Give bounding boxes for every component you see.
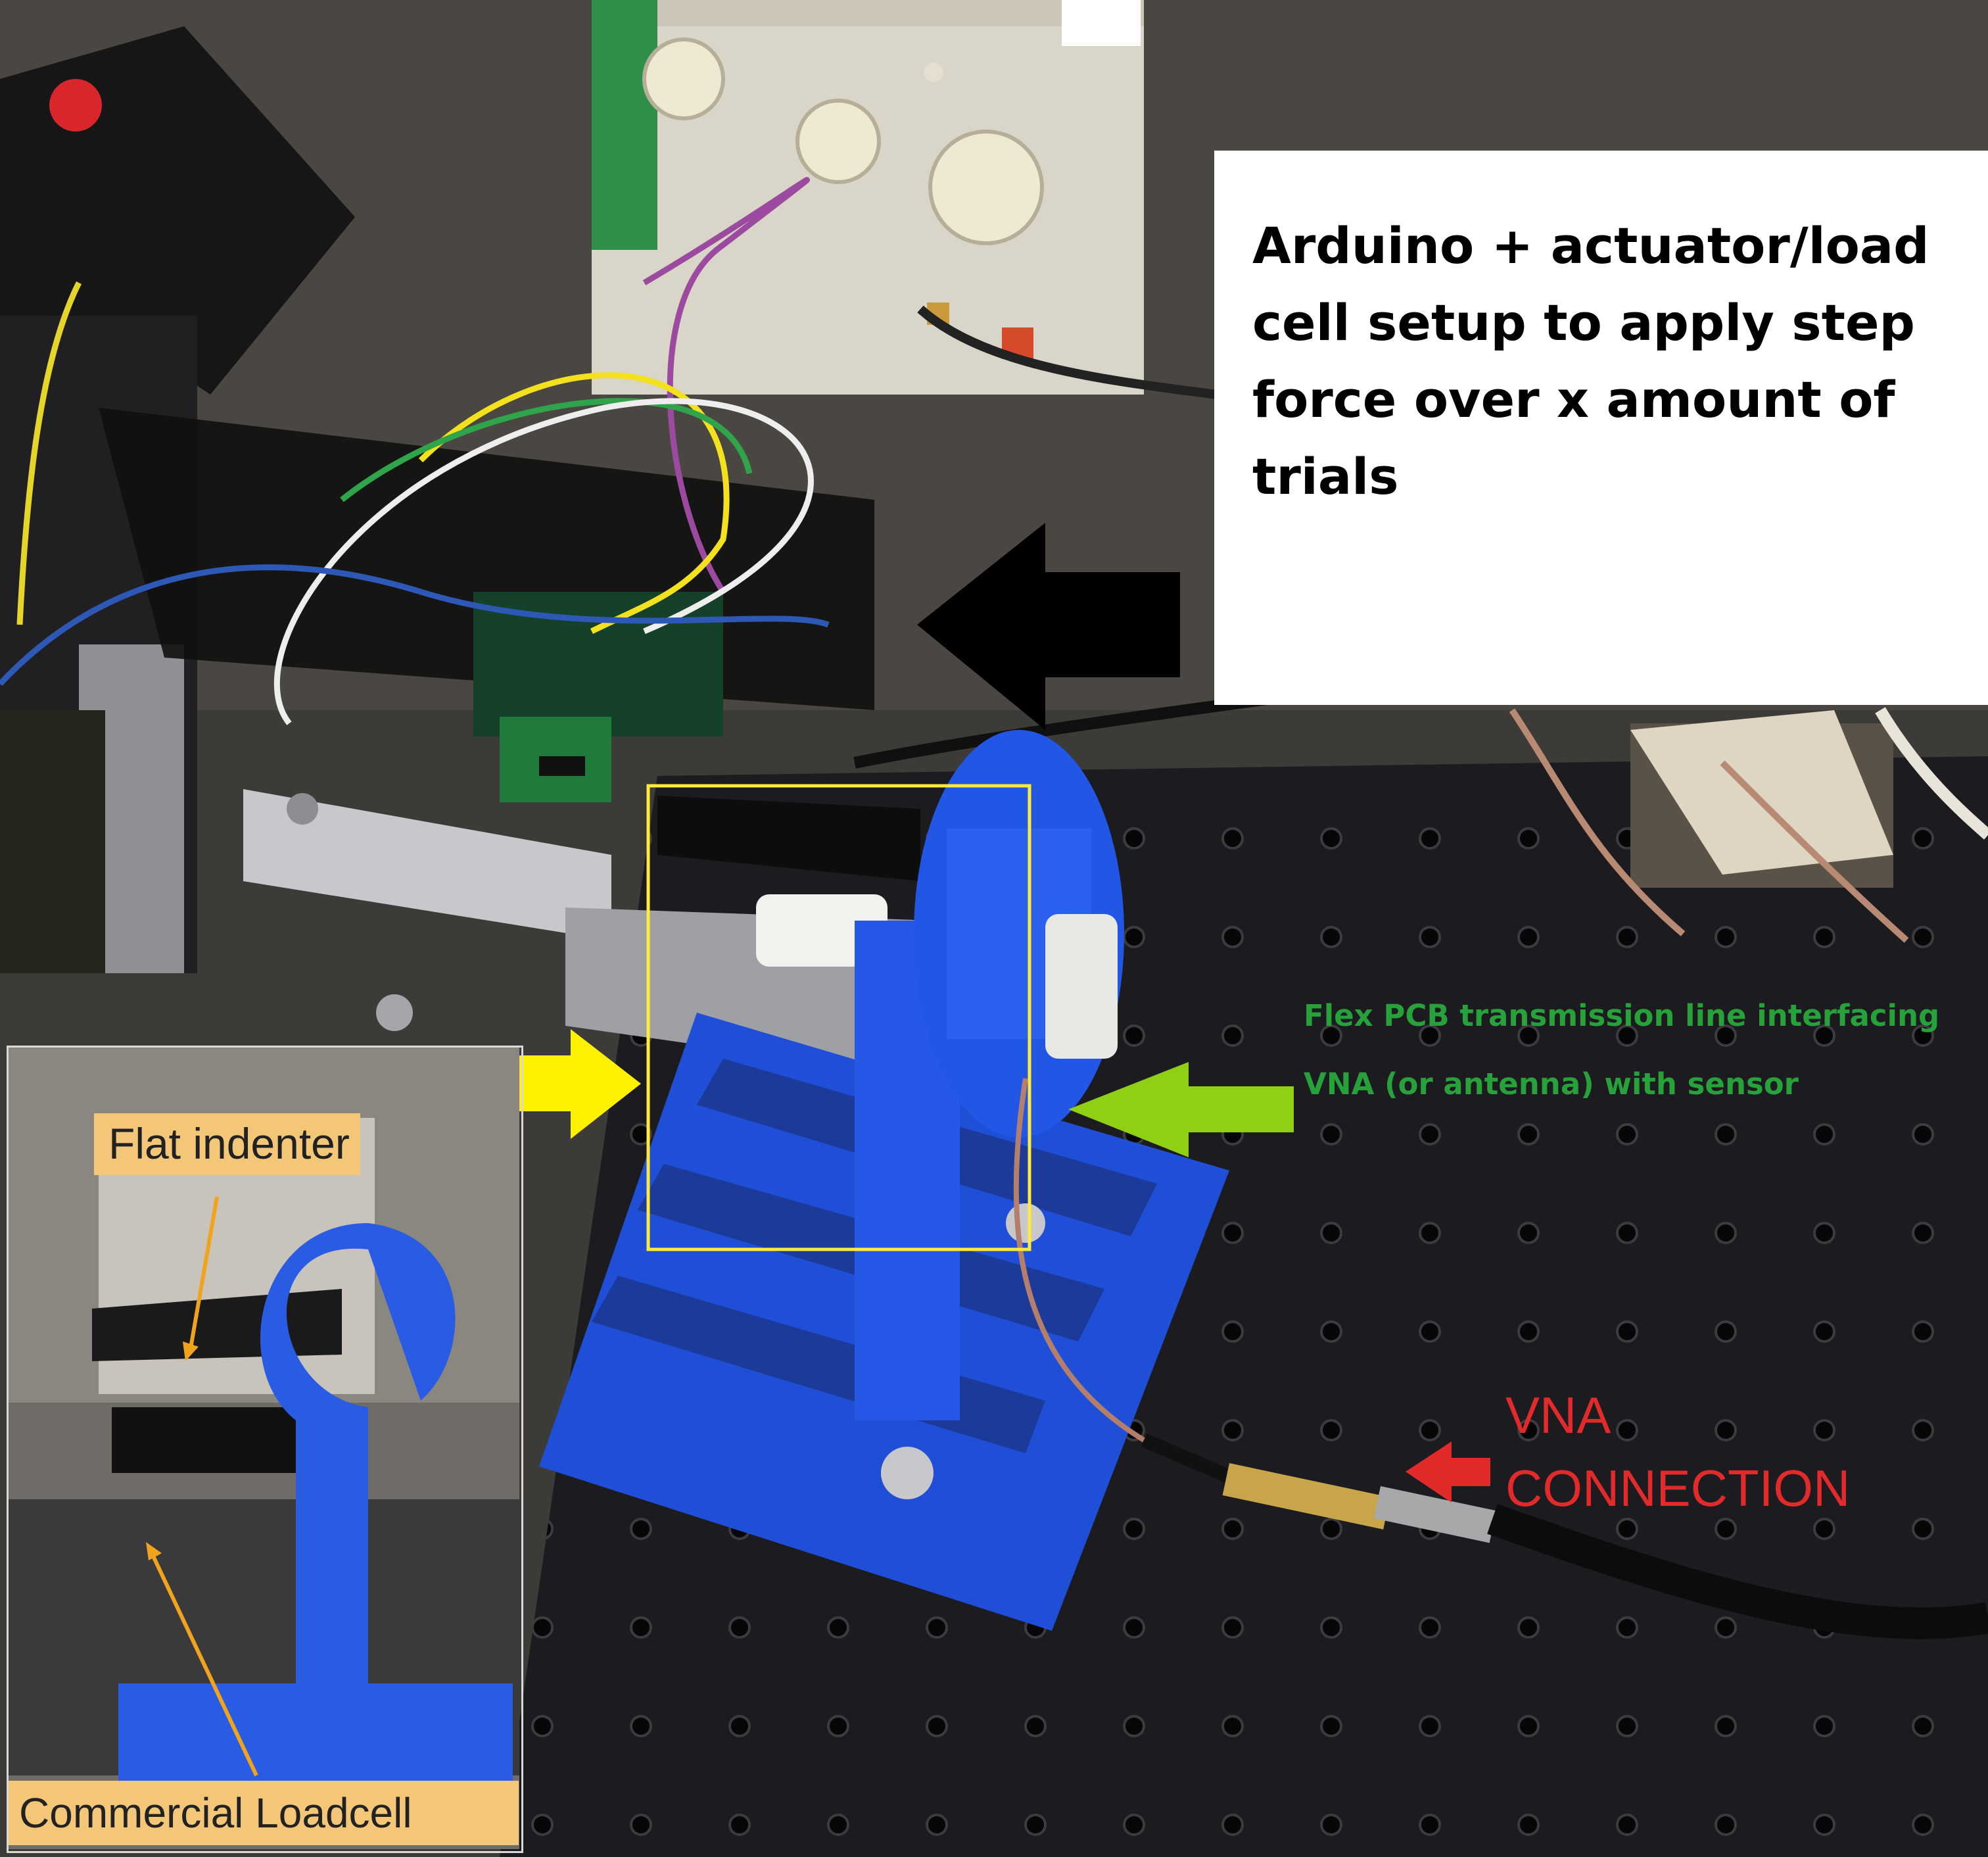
flex-pcb-label-line1: Flex PCB transmission line interfacing xyxy=(1304,998,1940,1033)
vna-connection-label-line2: CONNECTION xyxy=(1505,1459,1851,1517)
red-arrow xyxy=(1406,1441,1490,1503)
commercial-loadcell-label: Commercial Loadcell xyxy=(9,1781,519,1845)
bench-parts-right xyxy=(1509,707,1988,943)
callout-text: Arduino + actuator/load cell setup to ap… xyxy=(1252,216,1929,506)
vna-connection-label-line1: VNA xyxy=(1505,1386,1611,1444)
power-supply xyxy=(592,0,1144,395)
load-cell-assembly xyxy=(243,789,934,1078)
callout-box xyxy=(1214,151,1988,705)
coax-cable xyxy=(1013,1078,1988,1639)
highlight-box xyxy=(646,784,1031,1251)
blue-fixture xyxy=(539,730,1229,1631)
flat-indenter-label: Flat indenter xyxy=(94,1113,360,1175)
black-arrow xyxy=(917,523,1180,730)
wires xyxy=(0,177,1382,769)
inset-panel: Flat indenter Commercial Loadcell xyxy=(7,1046,523,1853)
flex-pcb-label-line2: VNA (or antenna) with sensor xyxy=(1304,1067,1799,1101)
green-arrow xyxy=(1068,1062,1294,1157)
yellow-arrow xyxy=(506,1029,641,1139)
